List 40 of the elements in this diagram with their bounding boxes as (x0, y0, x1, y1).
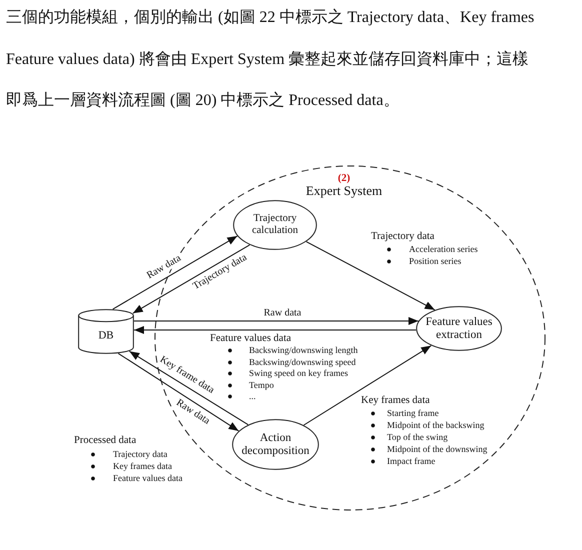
list-item: Impact frame (370, 456, 436, 467)
list-item: Backswing/downswing length (227, 345, 358, 356)
node-label: DB (98, 329, 114, 342)
arrow (118, 352, 240, 432)
arrow (134, 317, 419, 325)
arrow (134, 326, 417, 334)
arrow (303, 345, 432, 426)
body-text: 三個的功能模組，個別的輸出 (如圖 22 中標示之 Trajectory data、Key frames (6, 8, 534, 28)
edge-label: Raw data (262, 308, 302, 318)
list-item: Acceleration series (386, 244, 478, 255)
list-item: Midpoint of the downswing (370, 444, 488, 455)
arrow (132, 244, 250, 314)
arrow (112, 236, 238, 310)
list-heading: Key frames data (361, 395, 430, 407)
process-ellipse (416, 306, 502, 351)
list-item: Midpoint of the backswing (370, 420, 484, 431)
database-cylinder (78, 309, 134, 354)
list-item: Top of the swing (370, 432, 448, 443)
boundary-title: Expert System (306, 184, 382, 198)
list-item: Key frames data (90, 461, 172, 472)
process-ellipse (232, 419, 319, 470)
list-heading: Trajectory data (371, 231, 434, 243)
list-heading: Processed data (74, 435, 136, 447)
arrow (306, 241, 436, 310)
arrow (128, 350, 249, 426)
process-ellipse (233, 200, 317, 250)
list-item: Tempo (227, 380, 274, 390)
node-label: Feature values extraction (424, 315, 494, 342)
list-heading: Feature values data (210, 333, 292, 345)
list-item: Starting frame (370, 408, 439, 419)
list-item: Position series (386, 256, 462, 267)
section-number: (2) (338, 173, 350, 185)
node-label: Trajectory calculation (250, 212, 300, 238)
body-text: 即爲上一層資料流程圖 (圖 20) 中標示之 Processed data。 (6, 91, 400, 110)
node-label: Action decomposition (240, 431, 310, 458)
list-item: Backswing/downswing speed (227, 356, 356, 368)
list-item: Swing speed on key frames (227, 368, 348, 379)
list-item: Feature values data (90, 473, 182, 484)
body-text: Feature values data) 將會由 Expert System 彙整起來並儲存回資料庫中；這樣 (6, 50, 529, 70)
list-item: Trajectory data (90, 449, 168, 460)
